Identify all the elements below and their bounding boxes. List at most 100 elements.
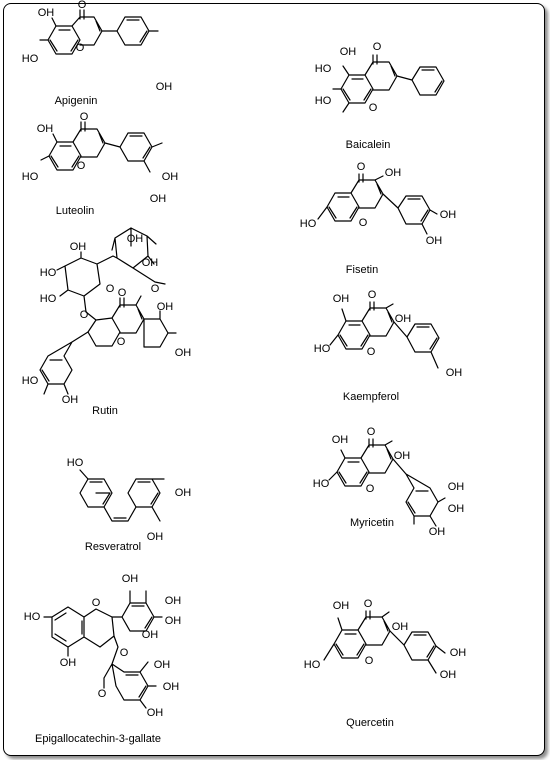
atom-label: O: [120, 647, 129, 659]
atom-label: HO: [67, 457, 84, 469]
atom-label: HO: [40, 293, 57, 305]
atom-label: OH: [394, 450, 411, 462]
atom-label: HO: [22, 53, 39, 65]
structure-kaempferol: OH O OH HO O OH Kaempferol: [314, 289, 463, 403]
atom-label: OH: [429, 526, 446, 538]
atom-label: O: [80, 111, 89, 123]
structure-rutin: OH OH O OH HO HO O O O OH O OH HO OH Rut…: [22, 227, 192, 417]
atom-label: O: [367, 346, 376, 358]
atom-label: OH: [150, 193, 167, 205]
atom-label: HO: [22, 171, 39, 183]
atom-label: OH: [37, 123, 54, 135]
egcg-bonds: [43, 590, 163, 709]
atom-label: OH: [392, 621, 409, 633]
atom-label: OH: [147, 707, 164, 719]
atom-label: O: [98, 688, 107, 700]
atom-label: OH: [38, 7, 55, 19]
structure-apigenin: OH O HO O OH Apigenin: [22, 0, 173, 107]
compound-name: Apigenin: [55, 95, 98, 107]
atom-label: O: [367, 426, 376, 438]
compound-name: Baicalein: [346, 139, 391, 151]
atom-label: OH: [175, 347, 192, 359]
atom-label: O: [118, 287, 127, 299]
atom-label: OH: [448, 503, 465, 515]
atom-label: OH: [395, 313, 412, 325]
atom-label: OH: [70, 241, 87, 253]
atom-label: OH: [333, 293, 350, 305]
apigenin-bonds: [39, 9, 159, 55]
compound-name: Quercetin: [346, 717, 394, 729]
atom-label: OH: [162, 171, 179, 183]
baicalein-bonds: [332, 54, 445, 113]
atom-label: OH: [165, 595, 182, 607]
atom-label: HO: [314, 343, 331, 355]
atom-label: OH: [385, 167, 402, 179]
atom-label: OH: [175, 487, 192, 499]
atom-label: OH: [332, 434, 349, 446]
atom-label: OH: [440, 209, 457, 221]
myricetin-bonds: [328, 438, 446, 527]
atom-label: OH: [62, 394, 79, 406]
quercetin-bonds: [323, 610, 446, 674]
atom-label: OH: [127, 233, 144, 245]
atom-label: OH: [165, 615, 182, 627]
structure-quercetin: OH O OH HO O OH OH Quercetin: [304, 598, 467, 729]
compound-name: Rutin: [92, 405, 118, 417]
compound-name: Resveratrol: [85, 541, 141, 553]
resveratrol-bonds: [79, 469, 165, 522]
structure-resveratrol: HO OH OH Resveratrol: [67, 457, 192, 553]
atom-label: OH: [440, 669, 457, 681]
structure-fisetin: O OH HO O OH OH Fisetin: [300, 161, 457, 276]
atom-label: OH: [147, 531, 164, 543]
atom-label: HO: [315, 63, 332, 75]
atom-label: O: [78, 0, 87, 11]
compound-name: Luteolin: [56, 205, 95, 217]
atom-label: OH: [163, 681, 180, 693]
atom-label: O: [365, 655, 374, 667]
atom-label: HO: [24, 611, 41, 623]
atom-label: O: [357, 161, 366, 173]
compound-name: Kaempferol: [343, 391, 399, 403]
atom-label: O: [368, 289, 377, 301]
atom-label: HO: [40, 267, 57, 279]
atom-label: O: [80, 309, 89, 321]
atom-label: OH: [156, 81, 173, 93]
luteolin-bonds: [40, 121, 163, 173]
atom-label: OH: [122, 573, 139, 585]
atom-label: HO: [22, 375, 39, 387]
atom-label: HO: [313, 478, 330, 490]
atom-label: HO: [315, 95, 332, 107]
structure-egcg: OH OH OH OH O HO O OH O OH OH OH Epigall…: [24, 573, 182, 745]
compound-name: Epigallocatechin-3-gallate: [35, 733, 161, 745]
atom-label: O: [92, 597, 101, 609]
atom-label: O: [364, 598, 373, 610]
atom-label: OH: [142, 629, 159, 641]
atom-label: O: [151, 283, 160, 295]
atom-label: OH: [340, 46, 357, 58]
atom-label: OH: [333, 600, 350, 612]
atom-label: OH: [448, 481, 465, 493]
structure-baicalein: OH O HO HO O Baicalein: [315, 41, 445, 151]
atom-label: O: [366, 483, 375, 495]
atom-label: OH: [446, 367, 463, 379]
atom-label: O: [359, 217, 368, 229]
atom-label: OH: [60, 657, 77, 669]
compound-name: Myricetin: [350, 517, 394, 529]
atom-label: OH: [154, 659, 171, 671]
structure-luteolin: OH O HO O OH OH Luteolin: [22, 111, 179, 217]
atom-label: OH: [157, 301, 174, 313]
atom-label: OH: [426, 235, 443, 247]
atom-label: O: [77, 160, 86, 172]
atom-label: O: [369, 102, 378, 114]
kaempferol-bonds: [329, 301, 440, 369]
atom-label: O: [76, 42, 85, 54]
atom-label: OH: [142, 257, 159, 269]
fisetin-bonds: [317, 173, 438, 235]
atom-label: O: [106, 283, 115, 295]
atom-label: O: [373, 41, 382, 53]
atom-label: HO: [300, 218, 317, 230]
atom-label: HO: [304, 659, 321, 671]
rutin-bonds: [39, 227, 177, 395]
atom-label: OH: [450, 647, 467, 659]
